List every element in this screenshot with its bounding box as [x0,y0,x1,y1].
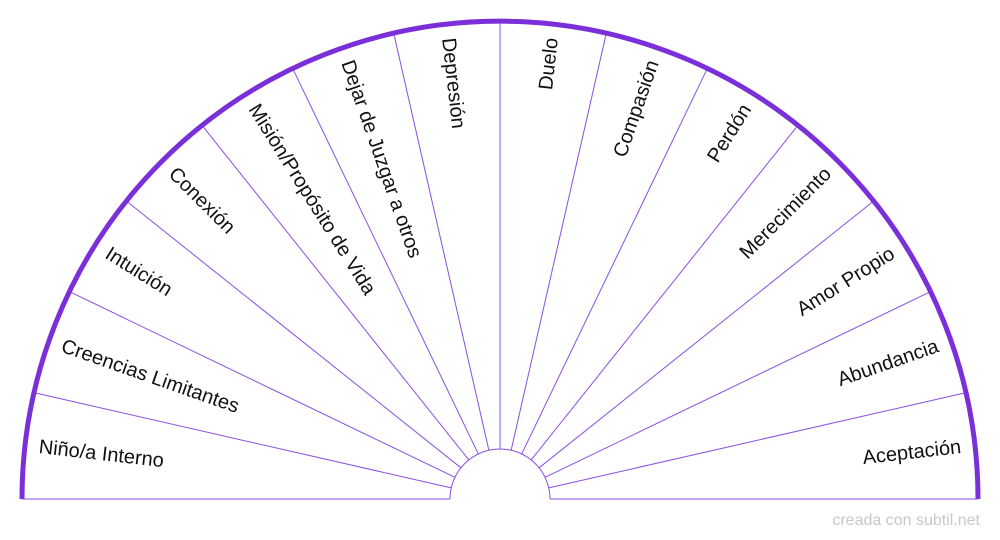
divider-line [544,291,931,478]
divider-line [521,68,708,455]
outer-arc [19,18,981,500]
segment-label: Creencias Limitantes [58,335,242,417]
divider-line [548,392,967,489]
divider-line [393,32,490,451]
segment-label: Merecimiento [735,163,835,263]
divider-line [125,200,462,469]
segment-dividers [33,21,967,489]
segment-label: Perdón [703,100,756,166]
segment-label: Compasión [609,57,663,160]
inner-arc [449,448,551,500]
segment-label: Dejar de Juzgar a otros [336,57,425,260]
segment-label: Abundancia [835,335,943,391]
segment-label: Intuición [101,243,176,301]
segment-label: Aceptación [862,436,963,469]
divider-line [292,68,479,455]
divider-line [69,291,456,478]
watermark: creada con subtil.net [832,512,980,529]
segment-label: Amor Propio [793,243,899,321]
divider-line [201,124,470,461]
divider-line [538,200,875,469]
divider-line [530,124,799,461]
segment-label: Conexión [164,163,239,238]
divider-line [510,32,607,451]
segment-label: Niño/a Interno [38,436,165,472]
segment-label: Depresión [437,37,469,130]
divider-line [33,392,452,489]
segment-label: Duelo [535,37,563,91]
